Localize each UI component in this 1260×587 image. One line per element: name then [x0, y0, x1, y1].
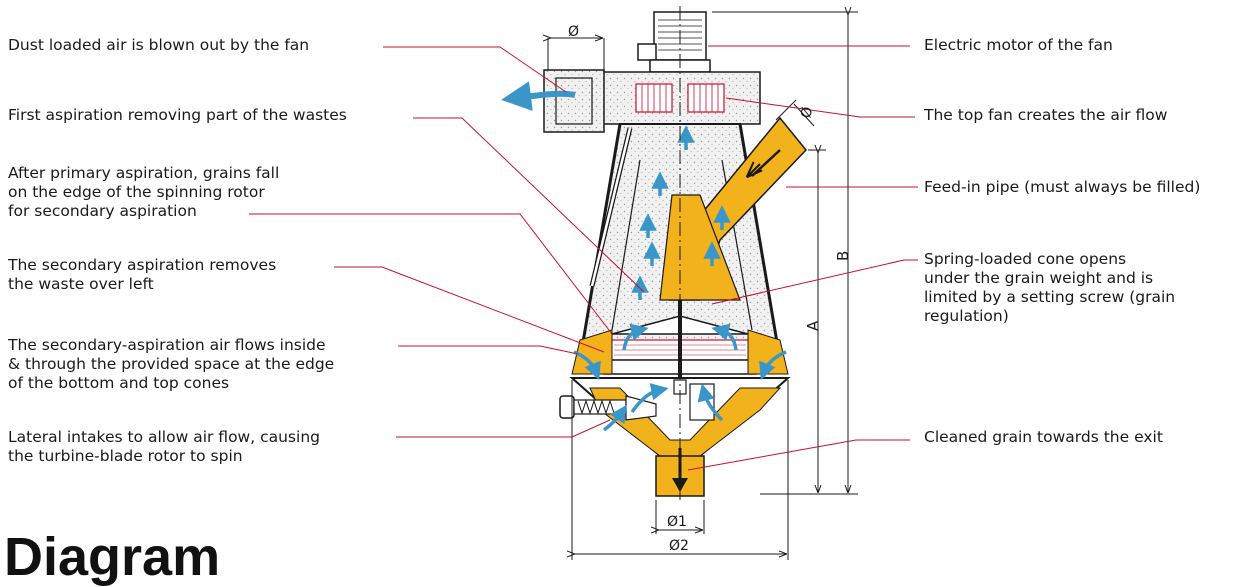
bottom-heading: Diagram	[4, 527, 221, 587]
dimension-lines	[548, 12, 858, 560]
setting-screw-spring	[559, 379, 715, 421]
dimension-phi-feed: Ø	[798, 106, 816, 120]
grain-right-edge	[747, 329, 789, 375]
dimension-d1: Ø1	[667, 514, 687, 530]
label-lateral-intakes: Lateral intakes to allow air flow, causi…	[8, 428, 320, 465]
aspirator-diagram: Ø Ø B A Ø1 Ø2	[249, 6, 918, 560]
label-primary-aspiration: After primary aspiration, grains fall on…	[8, 164, 280, 220]
dimension-phi-top: Ø	[568, 24, 579, 40]
dimension-a: A	[804, 320, 822, 331]
air-flow-arrows	[573, 125, 787, 432]
label-feed-in-pipe: Feed-in pipe (must always be filled)	[924, 178, 1201, 196]
grain-left-edge	[571, 329, 613, 375]
label-dust-loaded-air: Dust loaded air is blown out by the fan	[8, 36, 310, 54]
electric-motor	[637, 11, 711, 73]
label-spring-loaded-cone: Spring-loaded cone opens under the grain…	[924, 250, 1176, 325]
dimension-d2: Ø2	[669, 538, 689, 554]
outlet-duct	[501, 69, 605, 133]
leader-lines	[249, 45, 918, 471]
label-secondary-aspiration: The secondary aspiration removes the was…	[8, 256, 277, 293]
label-cleaned-grain: Cleaned grain towards the exit	[924, 428, 1163, 446]
label-secondary-air-flow: The secondary-aspiration air flows insid…	[8, 336, 335, 392]
label-first-aspiration: First aspiration removing part of the wa…	[8, 106, 347, 124]
dimension-b: B	[834, 251, 852, 261]
label-electric-motor: Electric motor of the fan	[924, 36, 1113, 54]
label-top-fan: The top fan creates the air flow	[924, 106, 1168, 124]
